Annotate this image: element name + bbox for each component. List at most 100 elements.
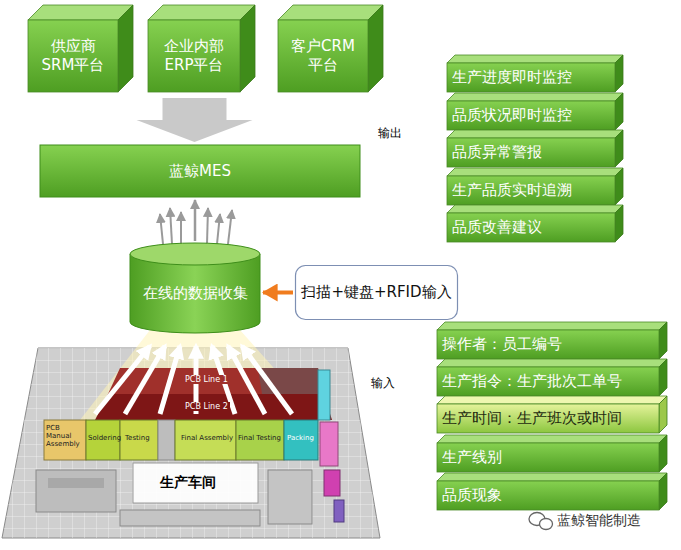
- side-face: [615, 55, 623, 92]
- side-face: [118, 5, 133, 92]
- storage-rack: [320, 422, 338, 466]
- station-name: Soldering: [88, 434, 121, 442]
- side-face: [615, 168, 623, 205]
- node-face: 生产指令：生产批次工单号: [437, 367, 659, 396]
- side-face: [659, 396, 667, 433]
- storage-rack: [318, 370, 330, 420]
- equipment: [48, 478, 104, 488]
- packing-station: [284, 420, 318, 460]
- side-face: [615, 93, 623, 130]
- upload-arrow: [180, 212, 182, 244]
- top-face: [437, 473, 667, 481]
- output-box: 生产进度即时监控: [447, 55, 623, 92]
- front-face: [447, 101, 615, 130]
- node-face: 供应商 SRM平台: [28, 20, 118, 92]
- factory-floor: [2, 348, 380, 538]
- output-box: 生产品质实时追溯: [447, 168, 623, 205]
- output-box: 品质改善建议: [447, 205, 623, 242]
- input-box: 生产指令：生产批次工单号: [437, 359, 667, 396]
- node-text: 生产时间：生产班次或时间: [442, 409, 622, 428]
- node-text: 客户CRM 平台: [282, 37, 364, 75]
- top-face: [447, 205, 623, 213]
- cylinder-top: [130, 243, 260, 265]
- front-face: [148, 20, 240, 92]
- wechat-icon: [540, 519, 553, 530]
- top-face: [437, 435, 667, 443]
- top-face: [447, 93, 623, 101]
- station-name: Final Assembly: [181, 434, 233, 442]
- node-face: 企业内部 ERP平台: [148, 20, 240, 92]
- front-face: [447, 138, 615, 167]
- output-box: 品质异常警报: [447, 130, 623, 167]
- testing-station: [120, 420, 158, 460]
- data-flow-arrow: [95, 346, 150, 414]
- node-text: 蓝鲸MES: [169, 162, 231, 181]
- side-face: [368, 5, 383, 92]
- node-text: 品质异常警报: [452, 143, 542, 162]
- station-name: Packing: [287, 434, 314, 442]
- node-face: 生产品质实时追溯: [447, 176, 615, 205]
- station-name: Final Testing: [238, 434, 281, 442]
- input-box: 操作者：员工编号: [437, 322, 667, 359]
- equipment: [36, 470, 116, 512]
- data-flow-arrow: [125, 346, 165, 414]
- node-face: 品质现象: [437, 481, 659, 510]
- upload-arrow: [228, 210, 232, 244]
- platform-cube: 供应商 SRM平台: [28, 5, 133, 92]
- top-face: [278, 5, 383, 20]
- mes-rect: [40, 145, 360, 197]
- node-text: 品质改善建议: [452, 218, 542, 237]
- top-face: [437, 322, 667, 330]
- front-face: [447, 213, 615, 242]
- top-face: [447, 168, 623, 176]
- mes-bar: 蓝鲸MES: [40, 145, 360, 197]
- line-name: PCB Line 1: [183, 375, 230, 384]
- node-face: 品质状况即时监控: [447, 101, 615, 130]
- node-face: 生产线别: [437, 443, 659, 472]
- node-text: 在线的数据收集: [143, 284, 248, 303]
- node-face: 在线的数据收集: [130, 261, 260, 325]
- node-face: 扫描+键盘+RFID输入: [295, 265, 458, 320]
- side-face: [240, 5, 255, 92]
- watermark: 蓝鲸智能制造: [557, 512, 641, 528]
- side-face: [659, 473, 667, 510]
- flow-label: 输入: [371, 377, 395, 391]
- node-text: 扫描+键盘+RFID输入: [301, 283, 451, 302]
- front-face: [447, 176, 615, 205]
- side-face: [615, 130, 623, 167]
- node-text: 生产线别: [442, 448, 502, 467]
- data-flow-arrow: [242, 346, 292, 414]
- front-face: [437, 330, 659, 359]
- top-face: [437, 396, 667, 404]
- node-text: 企业内部 ERP平台: [153, 37, 235, 75]
- upload-arrow: [207, 208, 208, 244]
- data-flow-arrow: [160, 346, 180, 414]
- platform-cube: 企业内部 ERP平台: [148, 5, 255, 92]
- top-face: [447, 130, 623, 138]
- flow-arrow: [263, 291, 293, 295]
- data-cylinder: 在线的数据收集: [130, 243, 260, 333]
- side-face: [615, 205, 623, 242]
- node-text: 品质状况即时监控: [452, 106, 572, 125]
- input-method-callout: 扫描+键盘+RFID输入: [295, 265, 458, 320]
- front-face: [447, 63, 615, 92]
- output-box: 品质状况即时监控: [447, 93, 623, 130]
- platform-cube: 客户CRM 平台: [278, 5, 383, 92]
- floor-grid: [2, 348, 380, 538]
- node-text: 操作者：员工编号: [442, 335, 562, 354]
- flow-label: 输出: [378, 127, 402, 141]
- cylinder-body: [130, 254, 260, 333]
- node-face: 生产进度即时监控: [447, 63, 615, 92]
- node-text: 生产进度即时监控: [452, 68, 572, 87]
- upload-arrow: [217, 214, 220, 244]
- station-name: PCB Manual Assembly: [46, 424, 84, 448]
- node-text: 供应商 SRM平台: [32, 37, 114, 75]
- input-box: 品质现象: [437, 473, 667, 510]
- front-face: [28, 20, 118, 92]
- front-face: [437, 481, 659, 510]
- equipment: [268, 470, 312, 524]
- node-face: 生产时间：生产班次或时间: [437, 404, 659, 433]
- storage-rack: [324, 470, 340, 496]
